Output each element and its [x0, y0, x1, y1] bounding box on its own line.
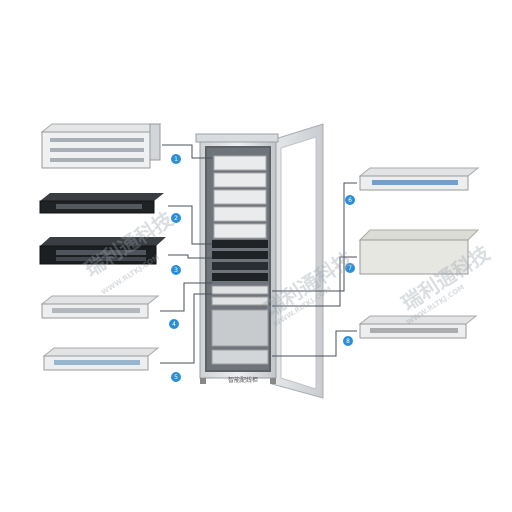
equipment-fiber-panel-1 [40, 295, 160, 319]
connector-lines [160, 144, 357, 364]
callout-4: 4 [172, 321, 176, 328]
callout-2: 2 [174, 215, 178, 222]
equipment-fiber-panel-blue [358, 167, 480, 191]
equipment-patch-panel-3u [40, 123, 162, 169]
equipment-fiber-panel-2 [42, 347, 160, 371]
network-cabinet [195, 123, 324, 399]
callout-7: 7 [348, 265, 352, 272]
equipment-blank-panel-3u [358, 229, 480, 275]
callout-8: 8 [346, 338, 350, 345]
equipment-switch-1u [39, 193, 164, 214]
callout-1: 1 [174, 156, 178, 163]
callout-markers [169, 154, 355, 382]
cabinet-switches [212, 240, 268, 281]
cabinet-patch-panels [213, 155, 267, 239]
equipment-port-panel [358, 315, 478, 339]
callout-6: 6 [348, 197, 352, 204]
callout-3: 3 [174, 267, 178, 274]
callout-5: 5 [174, 374, 178, 381]
equipment-switch-2u [39, 237, 166, 265]
cabinet-caption: 智能配线柜 [227, 377, 258, 384]
